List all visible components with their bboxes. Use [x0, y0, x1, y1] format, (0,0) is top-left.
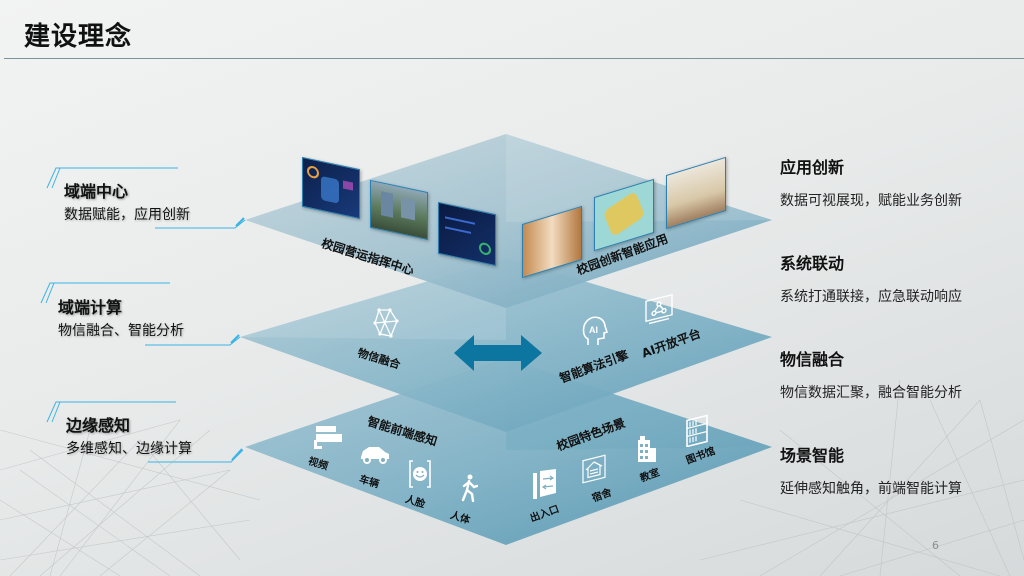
right-label-iot-fusion: 物信融合 物信数据汇聚，融合智能分析 [780, 346, 1020, 402]
car-icon [361, 447, 389, 464]
left-label-domain-compute: 域端计算 物信融合、智能分析 [58, 294, 278, 340]
bidirectional-arrow-icon [454, 335, 542, 371]
right-label-subtitle: 数据可视展现，赋能业务创新 [780, 193, 962, 209]
left-label-heading: 域端计算 [58, 298, 123, 317]
right-label-subtitle: 延伸感知触角，前端智能计算 [780, 481, 962, 497]
ai-head-icon: AI [582, 316, 608, 345]
gate-icon [533, 469, 556, 499]
walking-person-icon [461, 474, 478, 502]
classroom-building-icon [638, 436, 656, 462]
svg-text:AI: AI [589, 325, 598, 335]
layer-top [245, 134, 772, 308]
right-label-app-innovation: 应用创新 数据可视展现，赋能业务创新 [780, 154, 1020, 210]
right-label-subtitle: 物信数据汇聚，融合智能分析 [780, 385, 962, 401]
right-label-scene-intelligence: 场景智能 延伸感知触角，前端智能计算 [780, 442, 1020, 498]
page-title: 建设理念 [24, 22, 133, 52]
dormitory-icon [582, 454, 606, 484]
right-label-heading: 物信融合 [780, 350, 845, 369]
left-label-subtitle: 物信融合、智能分析 [58, 323, 184, 339]
network-fusion-icon [373, 308, 399, 338]
right-label-subtitle: 系统打通联接，应急联动响应 [780, 289, 962, 305]
left-label-edge-sensing: 边缘感知 多维感知、边缘计算 [66, 412, 286, 458]
right-label-system-linkage: 系统联动 系统打通联接，应急联动响应 [780, 250, 1020, 306]
camera-icon [314, 426, 342, 449]
ai-platform-icon [645, 293, 673, 325]
left-label-heading: 边缘感知 [66, 416, 131, 435]
page-number: 6 [932, 539, 939, 552]
left-label-subtitle: 多维感知、边缘计算 [66, 441, 192, 457]
right-label-heading: 系统联动 [780, 254, 845, 273]
right-label-heading: 场景智能 [780, 446, 845, 465]
left-label-heading: 域端中心 [64, 182, 129, 201]
library-shelf-icon [686, 414, 708, 447]
left-label-domain-center: 域端中心 数据赋能，应用创新 [64, 178, 284, 224]
right-label-heading: 应用创新 [780, 158, 845, 177]
face-icon [409, 460, 431, 488]
left-label-subtitle: 数据赋能，应用创新 [64, 207, 190, 223]
title-divider [4, 58, 1024, 59]
